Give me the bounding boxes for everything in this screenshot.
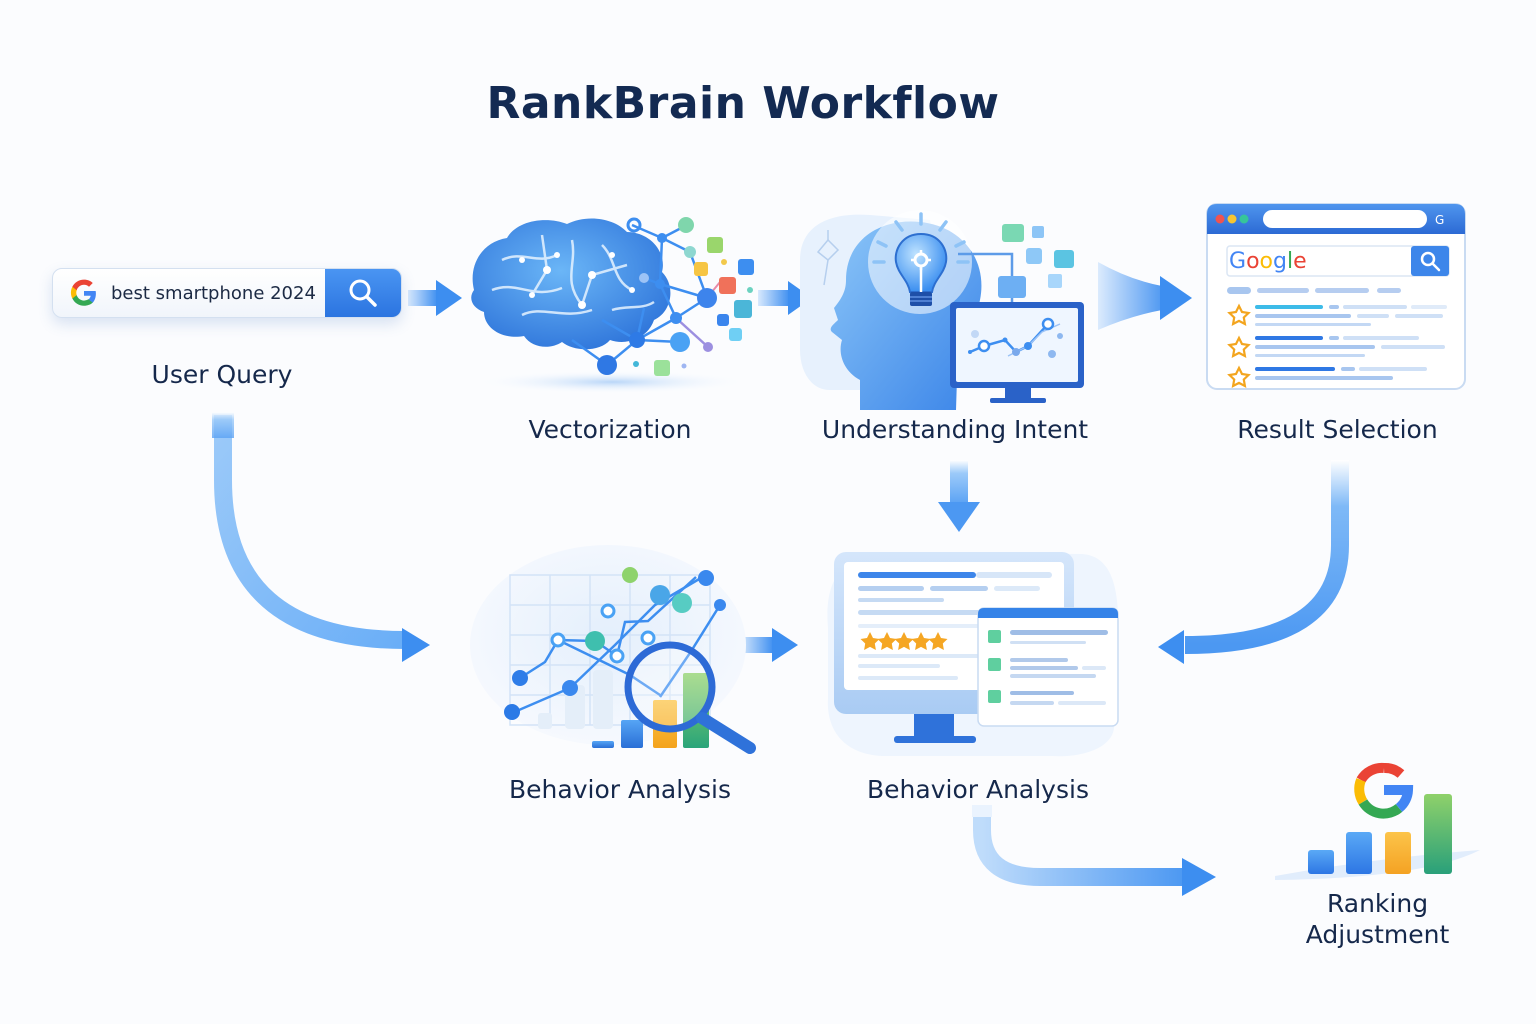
rating-stars [860, 632, 948, 650]
brain-network-icon [471, 217, 754, 394]
arrow-results-to-behavior2 [1158, 460, 1349, 664]
google-g-icon [70, 279, 96, 306]
step-label-understanding-intent: Understanding Intent [821, 415, 1089, 444]
search-bar[interactable]: best smartphone 2024 [52, 268, 402, 318]
arrow-behavior2-to-ranking [972, 805, 1216, 896]
step-label-ranking-adjustment: Ranking Adjustment [1280, 888, 1475, 950]
arrow-behavior1-to-behavior2 [740, 628, 798, 662]
browser-results-icon: G Google [1206, 203, 1466, 390]
arrow-intent-to-results [1098, 262, 1192, 330]
google-logo-text: Google [1229, 249, 1307, 274]
step-label-user-query: User Query [151, 360, 293, 389]
monitor-reviews-icon [827, 552, 1119, 757]
search-icon [349, 279, 377, 307]
google-bars-icon [1275, 762, 1480, 880]
search-button[interactable] [325, 269, 401, 317]
step-label-behavior-analysis-2: Behavior Analysis [867, 775, 1089, 804]
arrow-intent-down [938, 460, 980, 532]
result-item [1227, 335, 1445, 359]
chart-magnifier-icon [470, 545, 756, 754]
result-item [1227, 303, 1447, 327]
step-label-ranking-line1: Ranking [1326, 889, 1429, 918]
arrow-query-to-behavior [212, 412, 430, 662]
step-label-vectorization: Vectorization [528, 415, 692, 444]
head-lightbulb-icon [800, 210, 1084, 410]
search-input[interactable]: best smartphone 2024 [111, 282, 316, 304]
step-label-result-selection: Result Selection [1237, 415, 1438, 444]
step-label-ranking-line2: Adjustment [1305, 920, 1450, 949]
result-item [1227, 365, 1427, 389]
step-label-behavior-analysis-1: Behavior Analysis [509, 775, 731, 804]
google-g-icon [1354, 762, 1414, 819]
arrow-query-to-vectorization [408, 280, 462, 316]
page-title: RankBrain Workflow [486, 78, 1000, 129]
svg-text:G: G [1435, 213, 1444, 227]
